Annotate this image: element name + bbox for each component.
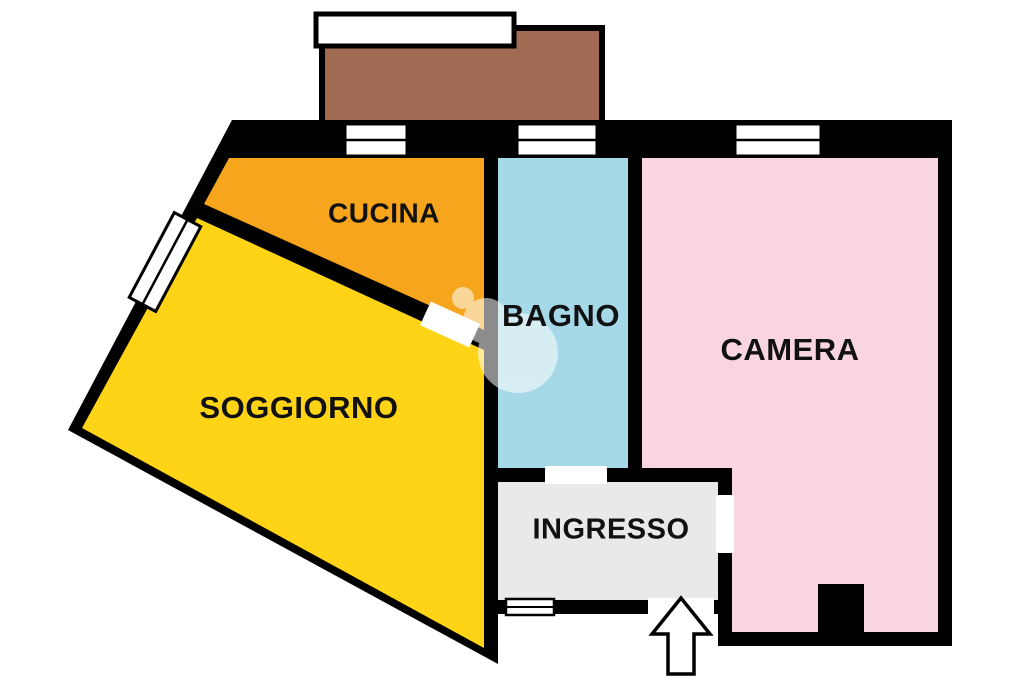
door-opening-bagno-ingresso [545, 466, 607, 484]
watermark-logo [452, 287, 558, 393]
watermark-circle-medium [463, 298, 509, 344]
room-bagno-floor [498, 158, 628, 468]
room-bagno-label: BAGNO [502, 298, 620, 333]
watermark-dot [498, 343, 528, 373]
room-ingresso-label: INGRESSO [532, 514, 689, 546]
door-opening-cucina-soggiorno [420, 301, 480, 348]
entrance-arrow-icon [648, 595, 714, 676]
room-ingresso-floor [498, 482, 718, 600]
watermark-circle-small [452, 287, 474, 309]
window-soggiorno-left [127, 210, 203, 314]
room-soggiorno-floor [82, 218, 484, 648]
room-camera-label: CAMERA [720, 332, 859, 367]
door-opening-ingresso-camera [716, 495, 734, 553]
window-bagno-top [515, 122, 599, 158]
window-camera-top [733, 122, 823, 158]
window-cucina-top [343, 122, 409, 158]
wall-pillar [818, 584, 864, 634]
room-cucina-floor [204, 158, 484, 330]
room-soggiorno-label: SOGGIORNO [199, 390, 398, 425]
window-mullion [141, 219, 189, 305]
window-ingresso-bottom [504, 597, 556, 617]
room-camera-floor [642, 158, 938, 632]
room-cucina-label: CUCINA [328, 197, 440, 228]
balcony-railing [313, 11, 517, 49]
